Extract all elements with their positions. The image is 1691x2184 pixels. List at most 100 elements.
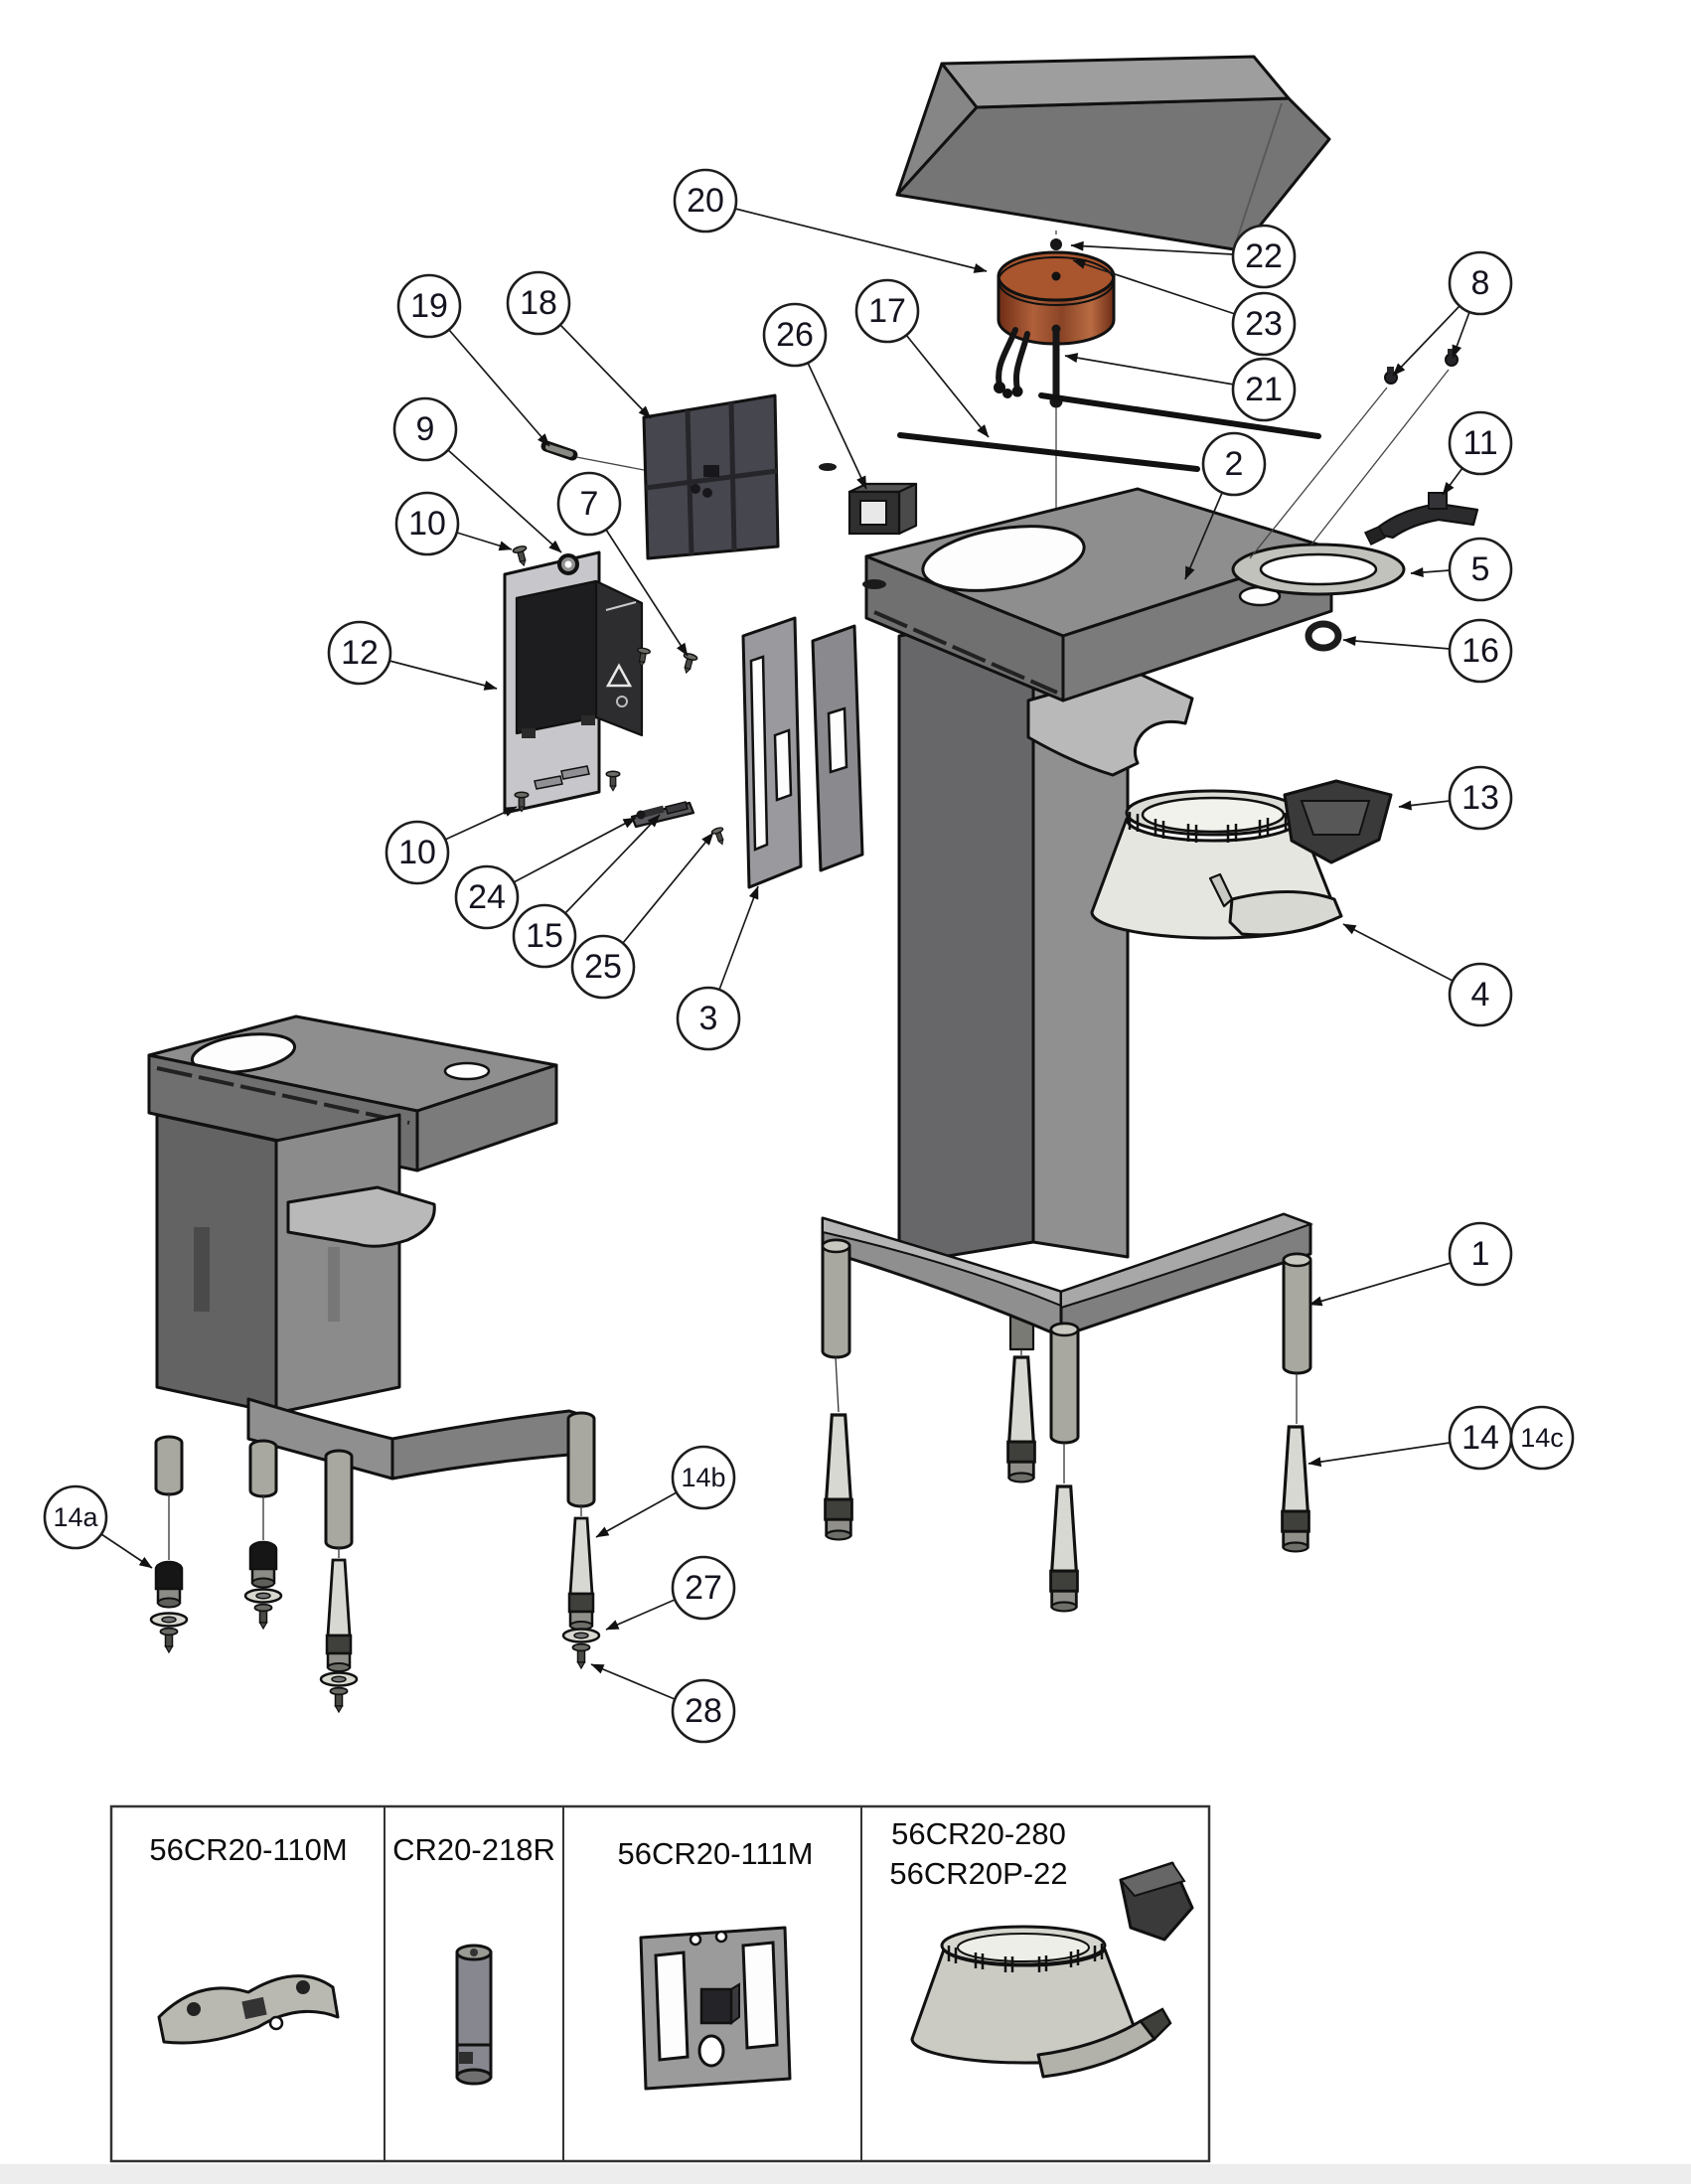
callout-8: 8	[1448, 250, 1513, 316]
callout-label: 22	[1245, 237, 1283, 275]
leader-line-14b	[595, 1491, 678, 1538]
leader-line-4	[1342, 923, 1454, 982]
callout-23: 23	[1231, 291, 1297, 357]
table-cell-56CR20-111M: 56CR20-111M	[617, 1836, 814, 2091]
callout-24: 24	[454, 864, 520, 930]
table-cell-56CR20-280: 56CR20-280 56CR20P-22	[889, 1816, 1194, 2079]
callout-5: 5	[1448, 537, 1513, 602]
callout-22: 22	[1231, 224, 1297, 289]
callout-label: 13	[1461, 779, 1499, 817]
leader-line-12	[388, 660, 498, 691]
leader-line-21	[1064, 353, 1235, 386]
callout-9: 9	[392, 396, 458, 462]
callout-label: 15	[526, 917, 563, 955]
callout-label: 11	[1462, 424, 1497, 462]
callout-13: 13	[1448, 765, 1513, 831]
support-rods-part	[897, 392, 1321, 472]
leader-line-10b	[444, 806, 518, 841]
callout-14b: 14b	[671, 1445, 736, 1510]
leader-line-19	[448, 329, 550, 447]
leader-line-5	[1410, 567, 1451, 578]
filter-pin-part	[540, 440, 645, 471]
callout-26: 26	[762, 302, 828, 368]
table-cell-CR20-218R: CR20-218R	[392, 1832, 555, 2086]
callout-label: 23	[1245, 305, 1283, 343]
callout-label: 14	[1461, 1419, 1499, 1457]
callouts: 20 22 23 21 8 19 18 26 17 9 10 7 2 11 5 …	[43, 168, 1575, 1744]
callout-label: 28	[685, 1692, 722, 1730]
leader-line-24	[513, 817, 637, 883]
callout-7: 7	[556, 471, 622, 537]
leader-line-14a	[100, 1533, 153, 1569]
leader-line-23	[1072, 259, 1236, 315]
callout-label: 1	[1471, 1235, 1490, 1273]
warmer-element-part	[994, 250, 1116, 398]
callout-label: 7	[580, 485, 599, 523]
roller-thumb	[455, 1944, 493, 2086]
leader-line-11	[1442, 467, 1463, 496]
callout-4: 4	[1448, 962, 1513, 1027]
table-cell-56CR20-110M: 56CR20-110M	[149, 1832, 348, 2045]
callout-28: 28	[671, 1678, 736, 1744]
callout-2: 2	[1201, 431, 1267, 497]
leader-line-7	[605, 529, 689, 657]
callout-label: 16	[1461, 632, 1499, 670]
callout-label: 9	[416, 410, 435, 448]
callout-14c: 14c	[1509, 1405, 1575, 1471]
mounting-bracket-thumb	[157, 1974, 340, 2045]
callout-label: 3	[699, 1000, 718, 1037]
leader-line-8b	[1452, 311, 1470, 359]
callout-label: 24	[468, 878, 506, 916]
callout-label: 19	[410, 287, 448, 325]
leader-line-14	[1307, 1442, 1451, 1468]
hood-part	[895, 55, 1331, 252]
leader-line-26	[807, 362, 867, 490]
funnel-handle-part	[1208, 872, 1343, 937]
callout-17: 17	[854, 278, 920, 344]
power-switch-box-part	[515, 579, 644, 738]
page-footer-strip	[0, 2164, 1691, 2184]
leader-line-25	[622, 832, 714, 944]
faucet-assembly-part	[1363, 492, 1479, 546]
leader-line-28	[590, 1663, 676, 1700]
left-feet-part	[149, 1492, 601, 1713]
callout-21: 21	[1231, 357, 1297, 422]
leader-line-1	[1308, 1262, 1452, 1307]
part-number: 56CR20-111M	[617, 1836, 813, 1871]
callout-16: 16	[1448, 618, 1513, 684]
callout-11: 11	[1448, 410, 1513, 476]
leader-line-3	[718, 885, 759, 991]
callout-label: 25	[584, 948, 622, 986]
callout-label: 20	[687, 182, 724, 220]
callout-label: 14c	[1520, 1423, 1564, 1453]
funnel-thumb	[910, 1861, 1194, 2079]
leader-line-20	[734, 208, 988, 273]
part-number: 56CR20P-22	[889, 1856, 1067, 1891]
callout-label: 4	[1471, 976, 1490, 1014]
callout-20: 20	[673, 168, 738, 234]
callout-19: 19	[396, 273, 462, 339]
callout-label: 27	[685, 1569, 722, 1607]
callout-1: 1	[1448, 1221, 1513, 1287]
callout-label: 5	[1471, 550, 1490, 588]
callout-label: 26	[776, 316, 814, 354]
tower-body-part	[897, 612, 1130, 1266]
callout-label: 14b	[681, 1463, 725, 1492]
callout-label: 17	[868, 292, 906, 330]
leader-lines	[100, 208, 1470, 1700]
parts-table: 56CR20-110M CR20-218R 56CR20-111M	[109, 1804, 1211, 2163]
leader-line-10a	[456, 532, 513, 551]
callout-14: 14	[1448, 1405, 1513, 1471]
leader-line-8a	[1392, 305, 1460, 377]
callout-10-top: 10	[394, 491, 460, 556]
callout-label: 21	[1245, 371, 1283, 408]
base-legs-part	[821, 1212, 1313, 1445]
leader-line-27	[605, 1599, 676, 1631]
leader-line-17	[905, 334, 990, 438]
leader-line-22	[1070, 240, 1234, 255]
callout-14a: 14a	[43, 1484, 108, 1550]
callout-12: 12	[327, 620, 392, 686]
deflector-scoop-part	[1283, 779, 1393, 864]
callout-27: 27	[671, 1555, 736, 1621]
